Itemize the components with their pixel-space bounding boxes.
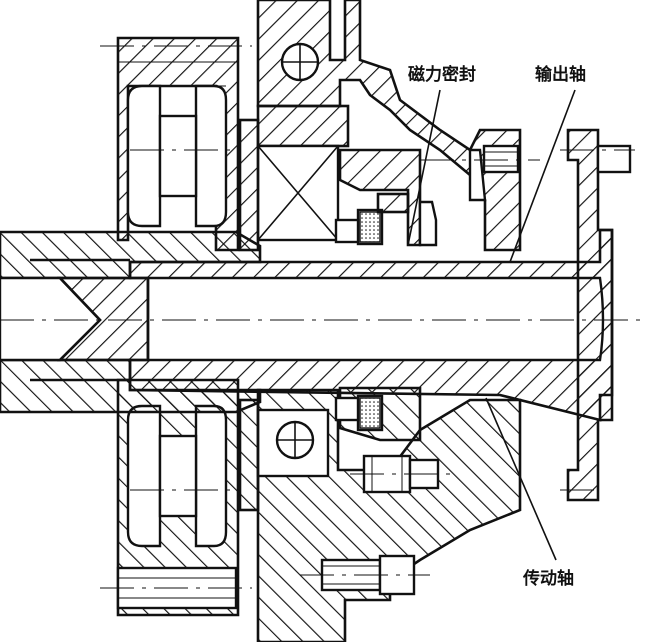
magnetic-seal-label: 磁力密封 [408,64,476,85]
bolt-bottom-middle [350,454,450,494]
output-shaft-label: 输出轴 [535,64,586,85]
centerlines [0,45,640,589]
bolt-top-right [482,144,520,174]
leader-lines [407,89,576,561]
seal-region-top [334,148,438,247]
output-shaft [128,128,632,502]
housing-top [238,0,522,252]
bearing-ball-top [280,42,320,82]
drive-shaft-label: 传动轴 [522,568,574,589]
bearing-ball-bottom [275,420,315,460]
bolt-bottom-lower [300,554,430,596]
drive-shaft [0,230,262,414]
seal-region-bottom [334,386,422,442]
